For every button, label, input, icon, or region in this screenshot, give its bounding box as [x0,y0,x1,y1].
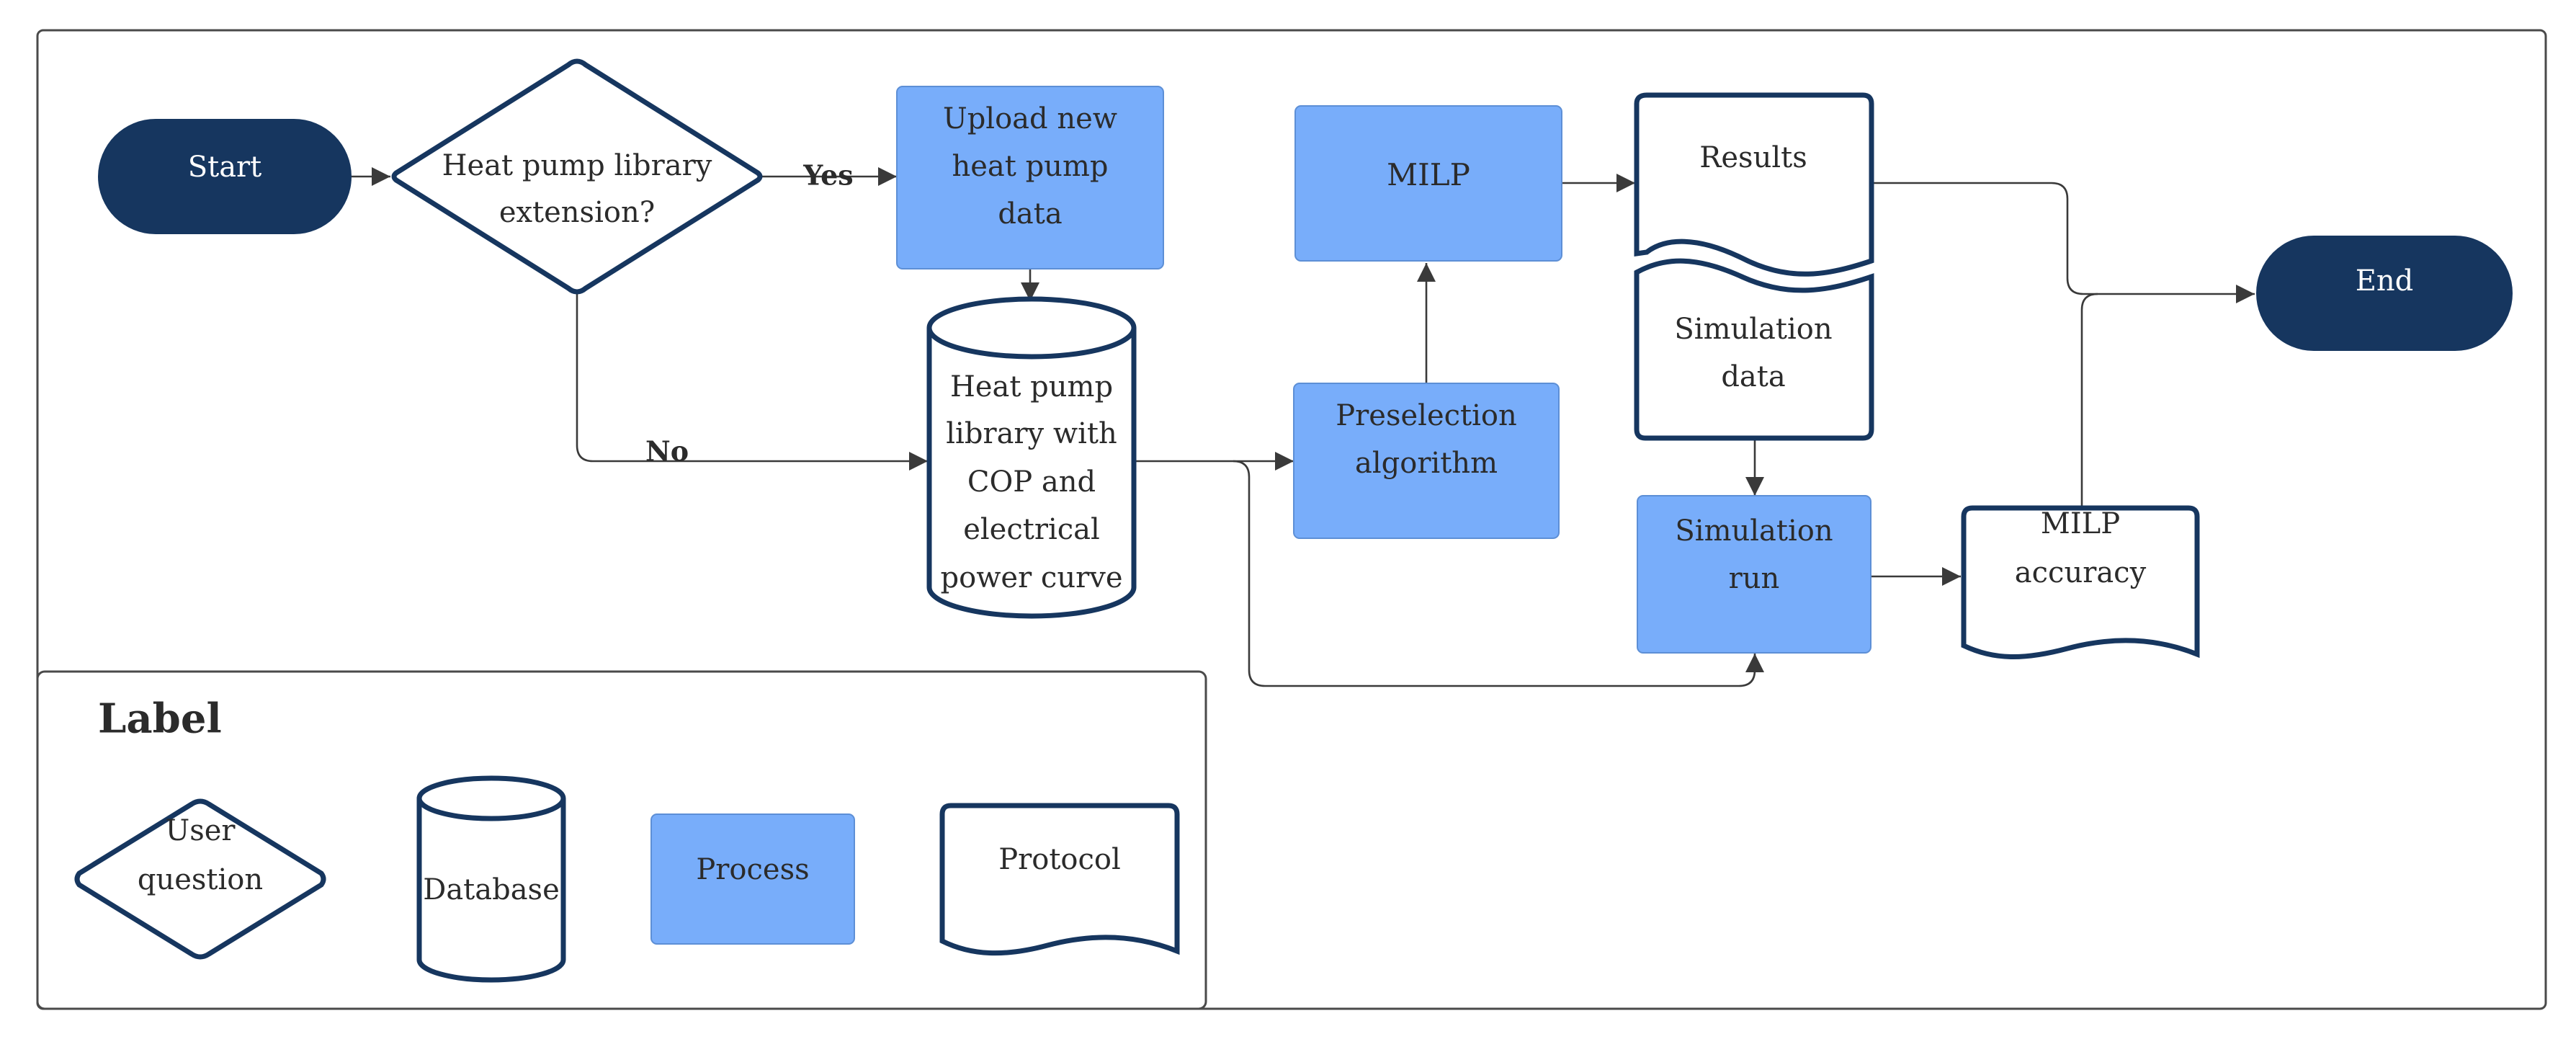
upload-label-line-2: heat pump [952,150,1109,183]
database-heat-pump-library: Heat pump library with COP and electrica… [926,296,1137,619]
legend-protocol-label: Protocol [998,843,1121,876]
process-upload-heat-pump-data: Upload new heat pump data [896,86,1164,269]
upload-label-line-3: data [998,197,1062,231]
legend-database-label: Database [423,873,560,906]
database-label-line-5: power curve [941,561,1123,594]
legend-user-question: User question [74,798,326,960]
process-preselection-algorithm: Preselection algorithm [1293,383,1560,539]
simulation-data-label-line-2: data [1721,360,1785,393]
decision-label-line-1: Heat pump library [442,149,712,182]
results-label: Results [1699,141,1807,174]
document-simulation-data: Simulation data [1634,258,1874,441]
start-terminal: Start [98,119,352,234]
edge-results-to-end [1871,182,2255,303]
start-label: Start [188,151,262,184]
preselection-label-line-2: algorithm [1355,447,1498,480]
end-label: End [2356,264,2414,298]
edge-label-yes: Yes [802,159,853,192]
document-milp-accuracy: MILP accuracy [1961,505,2200,660]
edge-decision-to-database [576,292,928,471]
legend-user-question-line-1: User [165,814,236,847]
preselection-label-line-1: Preselection [1336,399,1516,432]
decision-label-line-2: extension? [499,196,655,229]
edge-label-no: No [645,435,689,468]
edges [352,167,2255,687]
simulation-run-label-line-1: Simulation [1675,514,1833,548]
legend-process: Process [650,813,855,945]
database-label-line-3: COP and [967,465,1096,499]
edge-database-to-simulation-run [1233,460,1764,687]
process-simulation-run: Simulation run [1637,495,1871,654]
legend-user-question-line-2: question [138,863,263,896]
database-label-line-2: library with [946,417,1117,450]
process-milp: MILP [1294,105,1562,262]
milp-accuracy-label-line-1: MILP [2041,507,2120,540]
upload-label-line-1: Upload new [943,102,1117,135]
end-terminal: End [2256,236,2513,351]
legend-database: Database [416,775,566,983]
document-results: Results [1634,92,1874,277]
legend-frame [36,670,1207,1010]
milp-label: MILP [1387,157,1470,192]
edge-accuracy-to-end [2080,293,2098,508]
legend-title: Label [98,695,222,743]
legend: Label User question Database Process Pro… [36,670,1207,1010]
simulation-run-label-line-2: run [1729,562,1780,595]
simulation-data-label-line-1: Simulation [1674,313,1832,346]
milp-accuracy-label-line-2: accuracy [2015,556,2147,589]
diagram-frame [36,29,2547,1010]
legend-process-label: Process [696,853,809,886]
database-label-line-4: electrical [963,513,1100,546]
database-label-line-1: Heat pump [950,370,1113,404]
legend-protocol: Protocol [939,803,1180,956]
decision-heat-pump-library-extension: Heat pump library extension? [391,58,763,295]
